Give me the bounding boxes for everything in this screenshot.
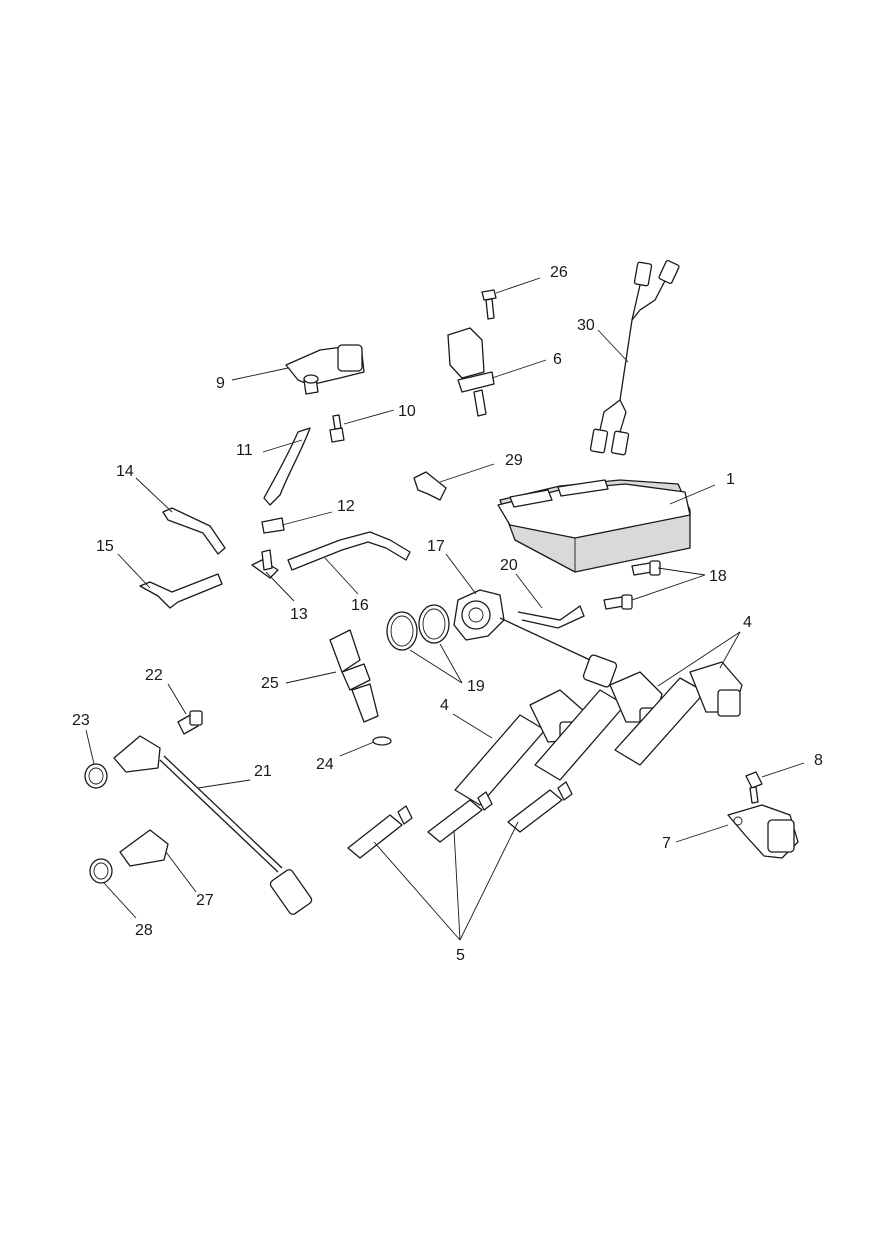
part-clip-29 <box>413 471 447 501</box>
part-washer-23 <box>84 763 108 789</box>
part-bolt-22 <box>177 710 203 735</box>
callout-27: 27 <box>196 892 214 909</box>
callout-16: 16 <box>351 597 369 614</box>
part-hose-14 <box>162 507 226 555</box>
part-sensor-25 <box>329 629 379 723</box>
callout-24: 24 <box>316 756 334 773</box>
part-spark-plugs <box>347 781 573 859</box>
part-hose-16 <box>287 531 411 571</box>
part-map-sensor <box>285 344 365 395</box>
callout-12: 12 <box>337 498 355 515</box>
callout-25: 25 <box>261 675 279 692</box>
part-ecu-module <box>497 479 691 573</box>
callout-4b: 4 <box>440 697 449 714</box>
part-clip-12 <box>261 517 285 534</box>
part-screws-18 <box>603 560 661 610</box>
part-bolt-8 <box>745 771 763 804</box>
callout-23: 23 <box>72 712 90 729</box>
callout-30: 30 <box>577 317 595 334</box>
callout-labels: 1 4 4 5 6 7 8 9 10 11 12 13 14 15 16 17 … <box>72 264 823 964</box>
callout-15: 15 <box>96 538 114 555</box>
part-clip-20 <box>517 604 585 629</box>
part-screw-10 <box>329 414 345 443</box>
part-sub-harness <box>589 259 680 456</box>
part-washer-28 <box>89 858 113 884</box>
callout-20: 20 <box>500 557 518 574</box>
part-sensor-21 <box>113 735 313 915</box>
callout-19: 19 <box>467 678 485 695</box>
callout-14: 14 <box>116 463 134 480</box>
callout-7: 7 <box>662 835 671 852</box>
callout-1: 1 <box>726 471 735 488</box>
part-throttle-sensor <box>453 589 618 688</box>
callout-10: 10 <box>398 403 416 420</box>
callout-28: 28 <box>135 922 153 939</box>
callout-5: 5 <box>456 947 465 964</box>
callout-22: 22 <box>145 667 163 684</box>
part-sensor-6 <box>447 327 495 417</box>
part-bolt-26 <box>481 289 497 320</box>
part-t-connector <box>251 549 279 579</box>
callout-26: 26 <box>550 264 568 281</box>
part-sensor-7 <box>727 804 799 859</box>
part-sensor-27 <box>119 829 169 867</box>
callout-13: 13 <box>290 606 308 623</box>
callout-9: 9 <box>216 375 225 392</box>
part-hose-15 <box>139 573 223 609</box>
part-o-rings <box>386 604 450 651</box>
callout-21: 21 <box>254 763 272 780</box>
callout-29: 29 <box>505 452 523 469</box>
leader-lines <box>85 277 805 941</box>
part-hose-11 <box>263 427 311 506</box>
callout-18: 18 <box>709 568 727 585</box>
callout-6: 6 <box>553 351 562 368</box>
callout-11: 11 <box>236 442 253 459</box>
callout-17: 17 <box>427 538 445 555</box>
part-o-ring-24 <box>372 736 392 746</box>
callout-8: 8 <box>814 752 823 769</box>
callout-4a: 4 <box>743 614 752 631</box>
part-coils <box>454 661 743 806</box>
